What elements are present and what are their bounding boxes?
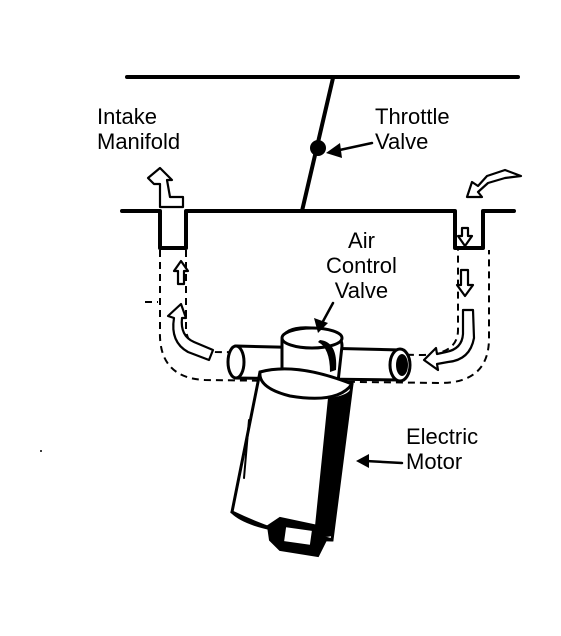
- intake-manifold-label-line-2: Manifold: [97, 129, 181, 154]
- air-control-valve-label-line-1: Air: [348, 228, 375, 253]
- motor-shade: [314, 390, 350, 537]
- valve-housing-cap: [280, 326, 344, 350]
- motor-connector-face: [281, 524, 315, 548]
- air-valve-leader-arrowhead: [314, 318, 328, 333]
- motor-leader-arrowhead: [356, 454, 369, 468]
- electric-motor-label-line-2: Motor: [406, 449, 463, 474]
- flow-arrow-left-exit: [146, 166, 185, 209]
- bypass-passage-outer: [158, 250, 490, 385]
- throttle-valve-label-line-2: Valve: [375, 129, 429, 154]
- flow-arrow-right-curve: [422, 308, 476, 372]
- air-control-valve-label-line-3: Valve: [334, 278, 389, 303]
- electric-motor-label: Electric Motor: [406, 424, 478, 474]
- throttle-valve-label: Throttle Valve: [375, 104, 450, 154]
- print-speck: [40, 450, 42, 452]
- motor-leader-line: [364, 459, 404, 465]
- throttle-shaft-pivot: [310, 140, 326, 156]
- intake-manifold-label-line-1: Intake: [97, 104, 157, 129]
- electric-motor-label-line-1: Electric: [406, 424, 479, 449]
- manifold-wall: [120, 209, 516, 250]
- flow-arrow-left-up: [172, 259, 190, 286]
- throttle-leader-line: [333, 141, 374, 153]
- air-control-valve-label-line-2: Control: [326, 253, 397, 278]
- intake-manifold-label: Intake Manifold: [97, 104, 180, 154]
- motor-highlight: [243, 419, 250, 479]
- flow-arrow-right-entry: [465, 168, 523, 199]
- valve-housing-shade: [318, 340, 337, 372]
- valve-tube-right-bore: [396, 354, 408, 376]
- flow-arrow-left-curve: [166, 302, 215, 362]
- flow-arrow-right-down-2: [455, 268, 475, 298]
- throttle-leader-arrowhead: [326, 143, 342, 158]
- valve-tube-left-end: [226, 344, 246, 380]
- motor-top-rim: [258, 370, 354, 400]
- flow-arrow-right-down-1: [456, 226, 474, 248]
- throttle-valve-label-line-1: Throttle: [375, 104, 450, 129]
- air-control-valve-label: Air Control Valve: [326, 228, 397, 303]
